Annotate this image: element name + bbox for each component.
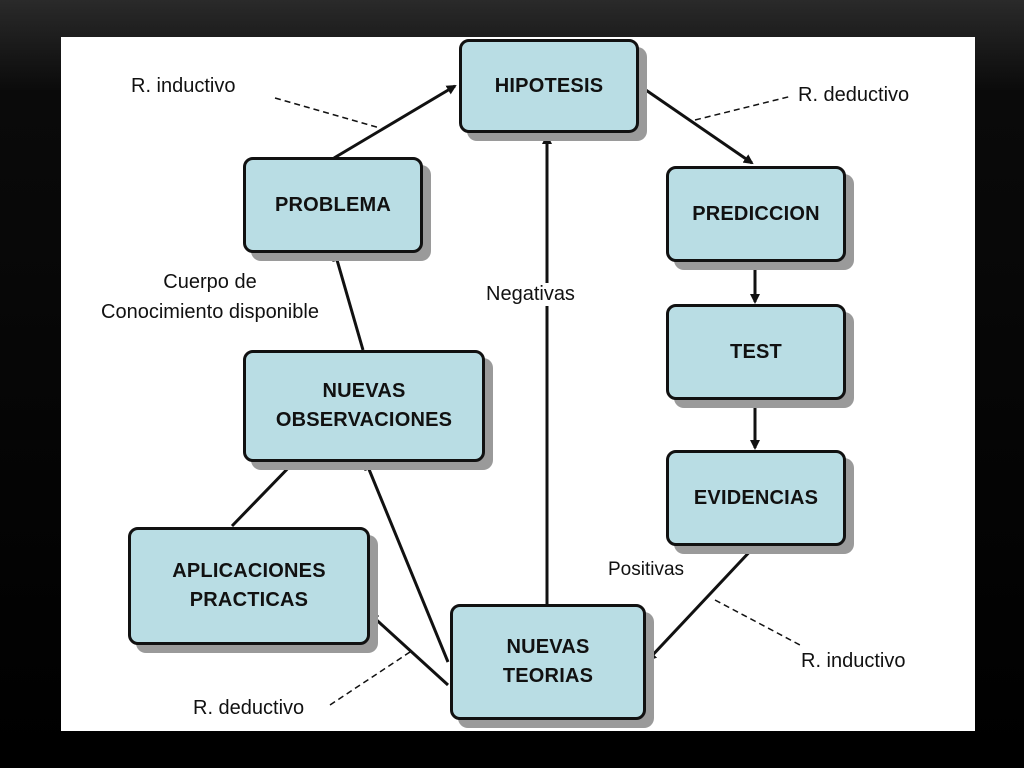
label-r-deductivo-top: R. deductivo <box>798 84 910 106</box>
node-nuevas-observaciones-line1: NUEVAS <box>322 380 406 402</box>
node-hipotesis: HIPOTESIS <box>459 39 639 133</box>
leader-r-inductivo-bottom <box>714 599 801 646</box>
label-cuerpo-line2: Conocimiento disponible <box>101 301 319 323</box>
node-prediccion: PREDICCION <box>666 166 846 262</box>
label-positivas: Positivas <box>608 559 685 580</box>
label-negativas: Negativas <box>484 283 577 306</box>
arrow-evidencias-teorias <box>646 544 757 662</box>
label-cuerpo-line1: Cuerpo de <box>163 271 257 293</box>
node-problema-label: PROBLEMA <box>274 193 392 216</box>
node-nuevas-teorias: NUEVAS TEORIAS <box>450 604 646 720</box>
label-cuerpo-conocimiento: Cuerpo de Conocimiento disponible <box>72 267 348 327</box>
node-nuevas-observaciones-line2: OBSERVACIONES <box>275 409 453 431</box>
node-nuevas-teorias-line1: NUEVAS <box>506 636 590 658</box>
node-test-label: TEST <box>730 340 782 363</box>
arrow-hipotesis-prediccion <box>639 84 754 165</box>
node-aplicaciones-practicas-line2: PRACTICAS <box>189 589 309 611</box>
leader-r-deductivo-bottom <box>329 651 411 706</box>
leader-r-deductivo-top <box>694 95 793 121</box>
node-test: TEST <box>666 304 846 400</box>
node-evidencias-label: EVIDENCIAS <box>693 486 819 509</box>
arrow-aplicaciones-observaciones <box>230 458 298 528</box>
arrow-teorias-aplicaciones <box>368 612 450 687</box>
label-r-inductivo-bottom: R. inductivo <box>801 650 906 672</box>
label-r-deductivo-bottom: R. deductivo <box>193 697 305 719</box>
node-aplicaciones-practicas: APLICACIONES PRACTICAS <box>128 527 370 645</box>
arrow-teorias-observaciones <box>364 460 450 663</box>
node-aplicaciones-practicas-line1: APLICACIONES <box>172 560 326 582</box>
node-evidencias: EVIDENCIAS <box>666 450 846 546</box>
arrow-observaciones-problema <box>332 251 365 351</box>
node-prediccion-label: PREDICCION <box>692 202 820 225</box>
arrow-problema-hipotesis <box>333 84 457 160</box>
leader-r-inductivo-top <box>274 97 381 129</box>
node-nuevas-observaciones: NUEVAS OBSERVACIONES <box>243 350 485 462</box>
label-r-inductivo-top: R. inductivo <box>131 75 236 97</box>
node-hipotesis-label: HIPOTESIS <box>494 74 604 97</box>
node-problema: PROBLEMA <box>243 157 423 253</box>
node-nuevas-teorias-line2: TEORIAS <box>502 665 594 687</box>
